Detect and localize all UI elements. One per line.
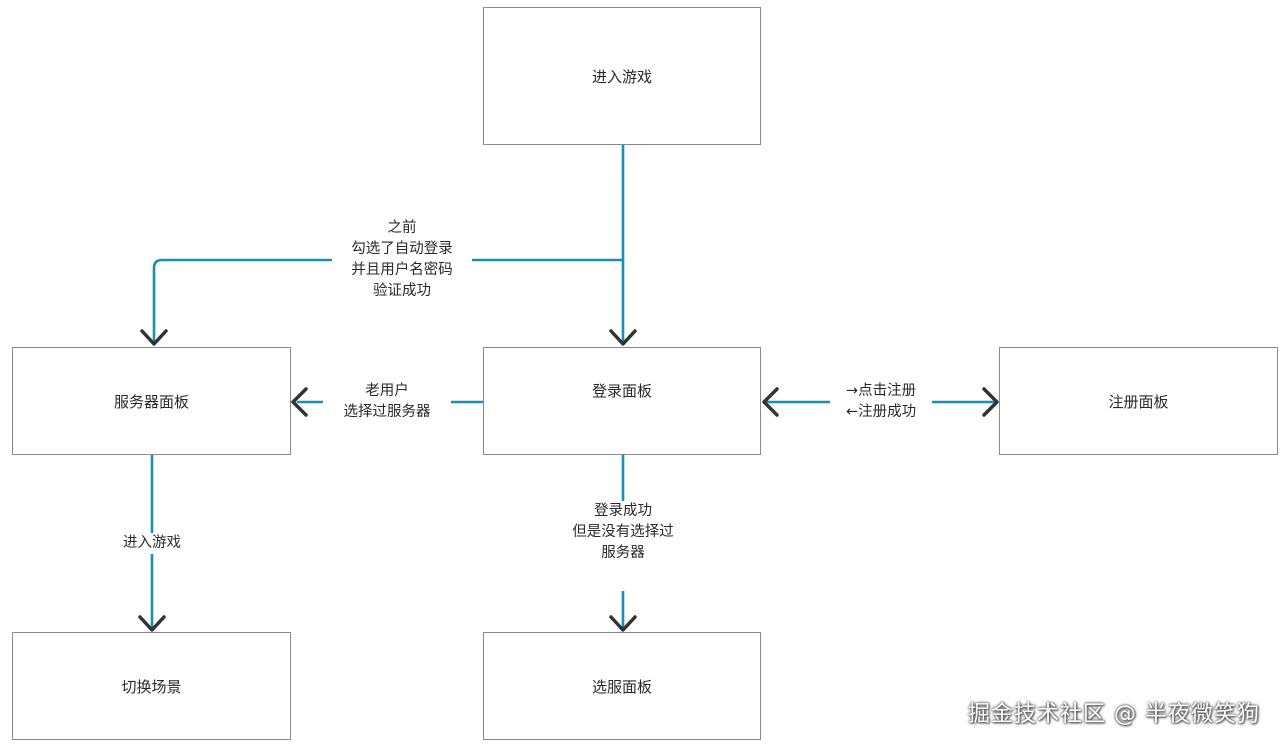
edge-label-auto-login-line-1: 之前 bbox=[387, 220, 417, 236]
edge-label-old-user-line-1: 老用户 bbox=[365, 383, 409, 399]
node-switch-scene-label: 切换场景 bbox=[121, 677, 182, 696]
node-login-panel: 登录面板 bbox=[483, 347, 761, 455]
node-server-panel-label: 服务器面板 bbox=[113, 392, 189, 411]
edge-label-register-line-2: ←注册成功 bbox=[845, 404, 917, 420]
edge-label-auto-login: 之前 勾选了自动登录 并且用户名密码 验证成功 bbox=[332, 218, 472, 302]
node-select-server-panel-label: 选服面板 bbox=[591, 677, 652, 696]
edge-label-server-enter-game: 进入游戏 bbox=[107, 533, 197, 554]
edge-auto-login-line bbox=[152, 258, 625, 344]
edge-label-old-user: 老用户 选择过服务器 bbox=[323, 381, 451, 423]
node-login-panel-label: 登录面板 bbox=[591, 382, 652, 400]
arrowhead-into-server-panel-side bbox=[291, 387, 308, 417]
node-register-panel: 注册面板 bbox=[999, 347, 1278, 455]
edge-label-auto-login-line-4: 验证成功 bbox=[373, 283, 431, 299]
edge-label-auto-login-line-2: 勾选了自动登录 bbox=[351, 241, 453, 257]
node-register-panel-label: 注册面板 bbox=[1108, 392, 1169, 411]
arrowhead-into-login bbox=[609, 329, 637, 346]
edge-label-login-no-server-line-1: 登录成功 bbox=[594, 503, 652, 519]
edge-label-login-no-server-line-2: 但是没有选择过 bbox=[572, 524, 674, 540]
edge-label-login-no-server-line-3: 服务器 bbox=[601, 545, 645, 561]
edge-label-login-no-server: 登录成功 但是没有选择过 服务器 bbox=[553, 501, 693, 591]
arrowhead-into-server-panel-top bbox=[140, 329, 168, 346]
node-select-server-panel: 选服面板 bbox=[483, 632, 761, 740]
arrowhead-into-login-side bbox=[762, 387, 779, 417]
edge-label-old-user-line-2: 选择过服务器 bbox=[343, 404, 431, 420]
watermark: 掘金技术社区 @ 半夜微笑狗 bbox=[968, 702, 1260, 727]
node-enter-game-label: 进入游戏 bbox=[591, 67, 652, 86]
edge-label-auto-login-line-3: 并且用户名密码 bbox=[351, 262, 453, 278]
edge-label-server-enter-game-line-1: 进入游戏 bbox=[123, 535, 181, 551]
arrowhead-into-register bbox=[982, 387, 999, 417]
arrowhead-into-switch-scene bbox=[138, 615, 166, 632]
node-switch-scene: 切换场景 bbox=[12, 632, 291, 740]
edge-label-register-line-1: →点击注册 bbox=[845, 383, 917, 399]
arrowhead-into-select-server bbox=[609, 615, 637, 632]
edge-label-register: →点击注册 ←注册成功 bbox=[830, 381, 932, 423]
node-server-panel: 服务器面板 bbox=[12, 347, 291, 455]
node-enter-game: 进入游戏 bbox=[483, 7, 761, 145]
